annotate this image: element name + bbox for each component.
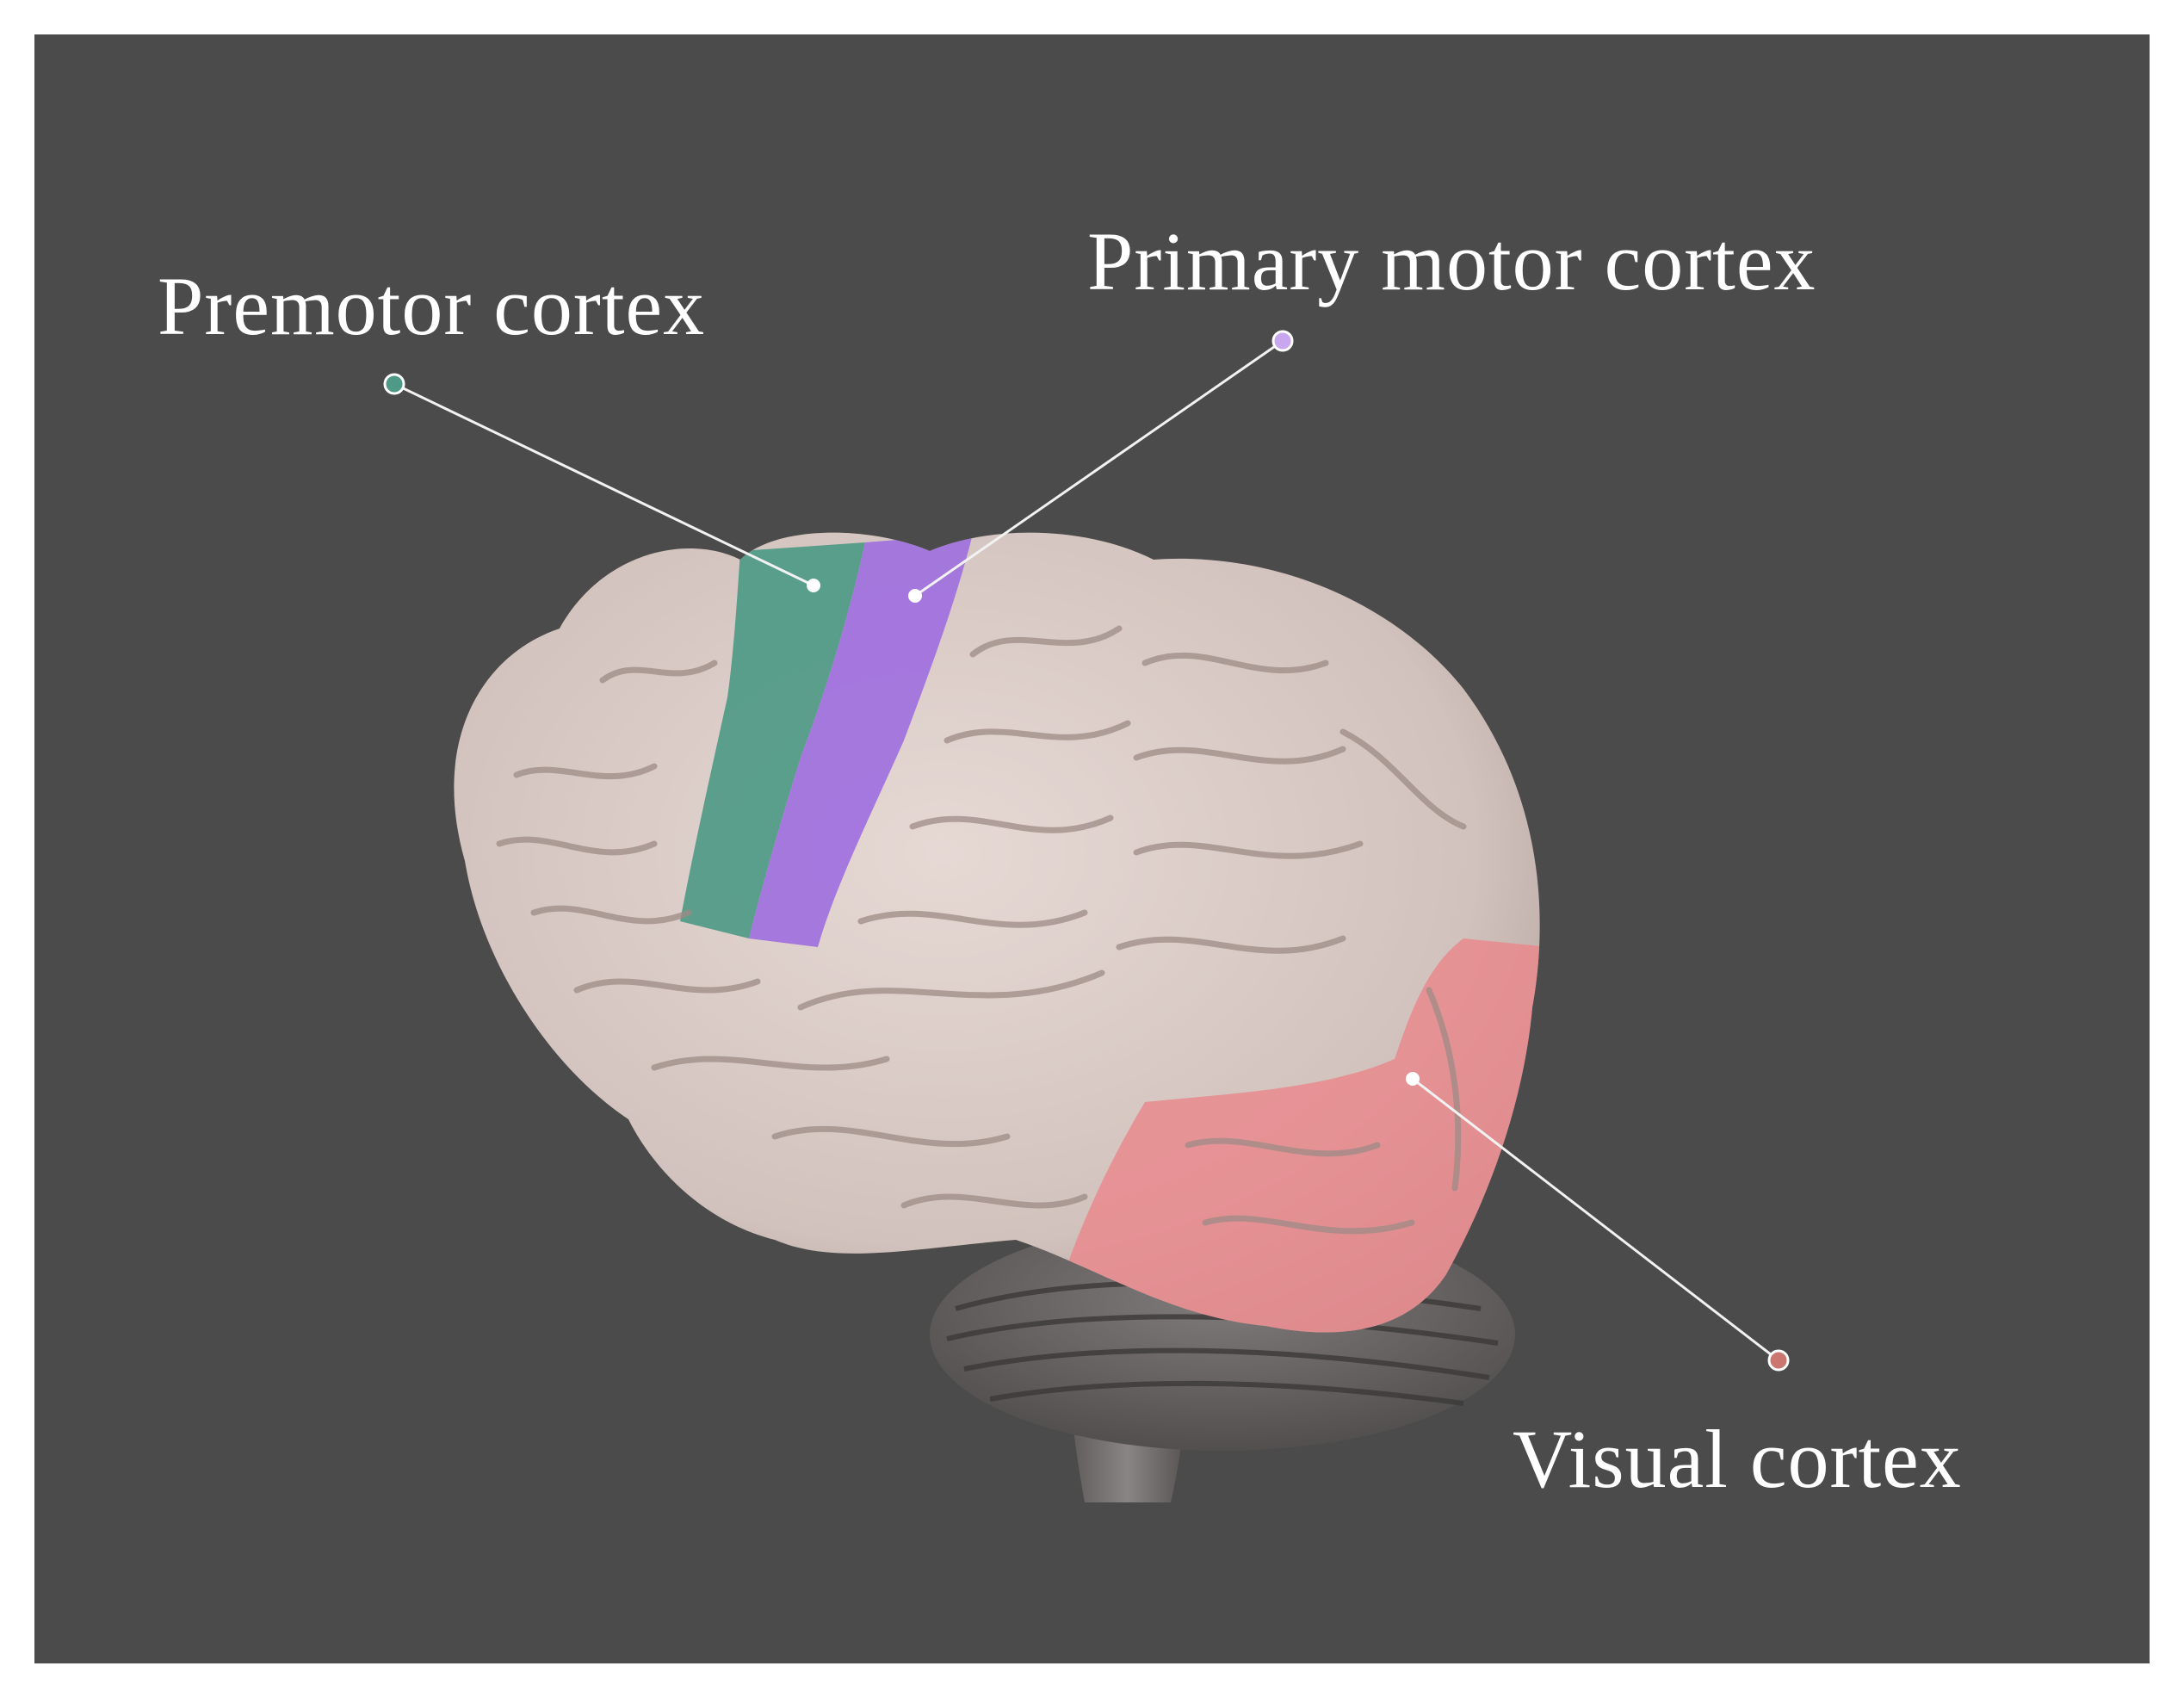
leader-lines [393,339,1779,1362]
visual-leader-line [1412,1077,1779,1362]
primary-motor-cortex-label: Primary motor cortex [1087,215,1816,307]
premotor-outer-dot [383,373,405,395]
primary-motor-region [749,534,973,947]
primary-motor-inner-dot [908,589,922,603]
premotor-leader-line [393,382,814,587]
cortical-folds [496,625,1467,1235]
premotor-inner-dot [807,579,820,592]
visual-inner-dot [1406,1072,1420,1086]
visual-cortex-label: Visual cortex [1513,1413,1962,1505]
premotor-cortex-label: Premotor cortex [158,260,706,352]
premotor-region [680,542,865,938]
primary-motor-leader-line [914,339,1284,598]
visual-outer-dot [1767,1349,1790,1372]
visual-cortex-region [1033,938,1540,1333]
primary-motor-outer-dot [1271,330,1294,352]
